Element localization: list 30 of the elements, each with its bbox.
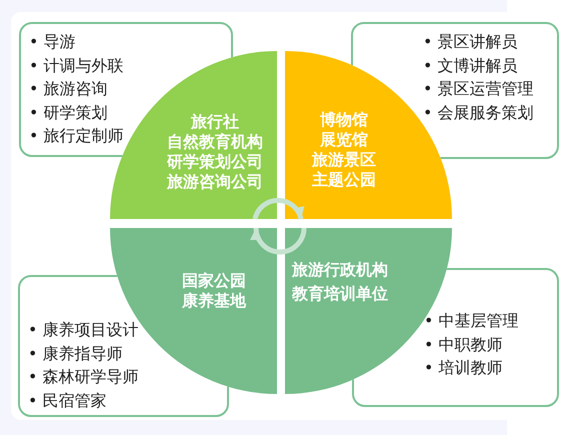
list-item: • 会展服务策划 <box>423 102 534 124</box>
segment-label: 旅游景区 <box>312 150 376 170</box>
segment-label: 自然教育机构 <box>167 132 263 152</box>
segment-label: 展览馆 <box>320 130 368 150</box>
list-item: • 景区讲解员 <box>423 31 518 53</box>
segment-label: 博物馆 <box>320 110 368 130</box>
segment-label: 国家公园 <box>182 271 246 291</box>
segment-label: 旅行社 <box>191 112 239 132</box>
cycle-arrow <box>250 228 306 254</box>
list-item: • 康养指导师 <box>28 342 123 364</box>
segment-label: 研学策划公司 <box>167 152 263 172</box>
segment-label: 主题公园 <box>312 170 376 190</box>
list-item: • 康养项目设计 <box>28 319 139 341</box>
list-item: • 研学策划 <box>29 102 108 124</box>
cycle-arrow <box>252 198 304 220</box>
list-item: • 景区运营管理 <box>423 78 534 100</box>
list-item: • 旅行定制师 <box>29 125 124 147</box>
list-item: • 计调与外联 <box>29 54 124 76</box>
segment-label: 旅游咨询公司 <box>167 172 263 192</box>
list-item: • 中职教师 <box>424 334 503 356</box>
list-item: • 民宿管家 <box>28 390 107 412</box>
list-item: • 森林研学导师 <box>28 366 139 388</box>
list-item: • 旅游咨询 <box>29 78 108 100</box>
list-item: • 导游 <box>29 31 76 53</box>
segment-label: 教育培训单位 <box>292 283 388 305</box>
segment-label: 旅游行政机构 <box>292 259 388 281</box>
list-item: • 中基层管理 <box>424 310 519 332</box>
list-item: • 文博讲解员 <box>423 54 518 76</box>
segment-label: 康养基地 <box>182 291 246 311</box>
list-item: • 培训教师 <box>424 357 503 379</box>
